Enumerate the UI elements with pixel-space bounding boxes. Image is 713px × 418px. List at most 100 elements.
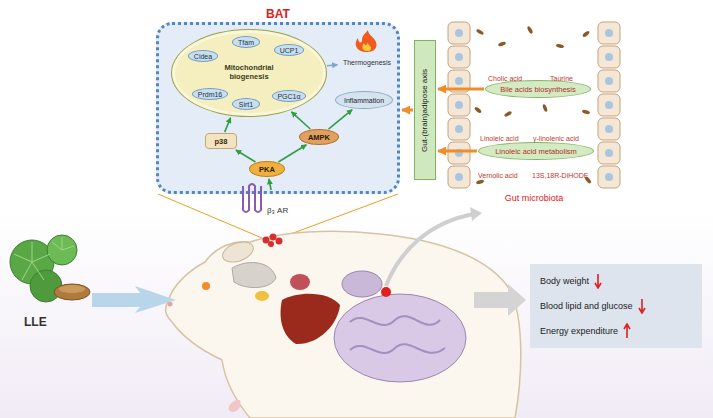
signal-arrow — [236, 150, 256, 162]
label-holder: γ-linolenic acid — [533, 127, 579, 145]
epithelial-cell — [448, 118, 470, 140]
bacterium — [498, 41, 507, 47]
gene-name: PGC1α — [277, 93, 300, 100]
intestine — [334, 294, 466, 382]
outcome-text: Energy expenditure — [540, 326, 618, 336]
pathway-band: Linoleic acid metabolism — [478, 142, 594, 160]
label-holder: Cholic acid — [488, 67, 522, 85]
kinase-name: PKA — [259, 165, 275, 174]
outcome-label: Thermogenesis — [343, 59, 391, 66]
edge-group — [225, 65, 484, 190]
lotus-leaf-extract — [10, 235, 90, 302]
pathway-label: Bile acids biosynthesis — [500, 85, 575, 94]
decrease-arrow — [594, 273, 602, 289]
cell-nucleus — [605, 125, 613, 133]
cell-nucleus — [605, 29, 613, 37]
extract-label: LLE — [24, 315, 47, 329]
epithelial-cell — [448, 46, 470, 68]
metabolite-label: 13S,18R-DiHODE — [532, 172, 588, 179]
flame-inner — [362, 43, 371, 51]
axis-band: Gut-(brain)adipose axis — [414, 40, 436, 180]
leaf-veins — [14, 237, 74, 280]
flame-outer — [356, 30, 377, 52]
cell-nucleus — [455, 173, 463, 181]
gene-oval: PGC1α — [272, 90, 306, 102]
cell-nucleus — [605, 101, 613, 109]
bacterium — [476, 28, 485, 35]
extract-powder-top — [59, 285, 85, 293]
receptor: β₃ AR — [239, 191, 309, 219]
gut-pointer-arrow — [386, 214, 474, 286]
label-holder: Vernolic acid — [478, 164, 518, 182]
label-holder: Taurine — [550, 67, 573, 85]
bat-depot — [276, 238, 283, 245]
bacterium — [582, 109, 591, 115]
epithelial-cell — [448, 22, 470, 44]
background-band — [0, 215, 713, 418]
cell-nucleus — [455, 29, 463, 37]
epithelial-cell — [448, 166, 470, 188]
cell-nucleus — [455, 101, 463, 109]
epithelial-cell — [448, 142, 470, 164]
epithelial-cell — [598, 22, 620, 44]
gene-oval: Cidea — [188, 50, 218, 62]
axis-label: Gut-(brain)adipose axis — [421, 68, 430, 151]
cell-nucleus — [455, 53, 463, 61]
bacterium — [542, 104, 548, 113]
lotus-leaf — [30, 270, 62, 302]
epithelial-cell — [448, 70, 470, 92]
mouse-ear — [220, 238, 256, 266]
gene-oval: Sirt1 — [232, 98, 260, 110]
mitochondrion: Mitochondrial biogenesisCideaTfamUCP1Prd… — [171, 29, 327, 117]
pathway-label: Linoleic acid metabolism — [495, 147, 577, 156]
pathway-label: Inflammation — [344, 97, 384, 104]
metabolite-label: Linoleic acid — [480, 135, 519, 142]
signal-arrow — [402, 109, 413, 112]
bacterium — [582, 30, 590, 38]
bat-cell: BATMitochondrial biogenesisCideaTfamUCP1… — [156, 22, 400, 194]
signal-arrow — [278, 145, 306, 162]
stomach — [342, 271, 382, 297]
outcome-node: Thermogenesis — [340, 55, 395, 69]
label-holder: Linoleic acid — [480, 127, 519, 145]
organ — [255, 291, 269, 301]
mouse-eye — [202, 282, 210, 290]
signal-arrow — [269, 179, 271, 190]
epithelial-cell — [598, 142, 620, 164]
gene-oval: Tfam — [232, 36, 260, 48]
pathway-oval: Inflammation — [335, 91, 393, 109]
epithelial-cell — [448, 94, 470, 116]
liver — [281, 294, 340, 344]
cell-heading: BAT — [266, 7, 290, 21]
arrow-glyph — [624, 324, 630, 338]
epithelial-cell — [598, 70, 620, 92]
kinase-box: p38 — [205, 133, 237, 149]
gene-name: Prdm16 — [198, 91, 223, 98]
mouse-body — [166, 231, 521, 418]
process-label: Mitochondrial biogenesis — [217, 64, 281, 81]
metabolite-label: Cholic acid — [488, 75, 522, 82]
gut-pointer-head — [470, 207, 482, 221]
epithelial-cell — [598, 46, 620, 68]
mouse-brain — [232, 263, 276, 288]
cell-nucleus — [605, 173, 613, 181]
epithelial-cell — [598, 94, 620, 116]
increase-arrow — [623, 323, 631, 339]
signal-arrow — [438, 88, 484, 91]
epithelial-cell — [598, 166, 620, 188]
kinase-name: AMPK — [308, 133, 330, 142]
bacterium — [556, 44, 565, 49]
heart — [290, 274, 310, 290]
signal-arrow — [438, 150, 477, 153]
bacteria — [474, 26, 592, 185]
panel-heading: Gut microbiota — [505, 193, 564, 203]
cell-nucleus — [455, 77, 463, 85]
bacterium — [504, 110, 513, 117]
decrease-arrow — [638, 298, 646, 314]
cell-nucleus — [605, 149, 613, 157]
kinase-name: p38 — [215, 137, 228, 146]
kinase-oval: PKA — [249, 161, 285, 177]
metabolite-label: Vernolic acid — [478, 172, 518, 179]
receptor-symbol — [243, 184, 261, 212]
